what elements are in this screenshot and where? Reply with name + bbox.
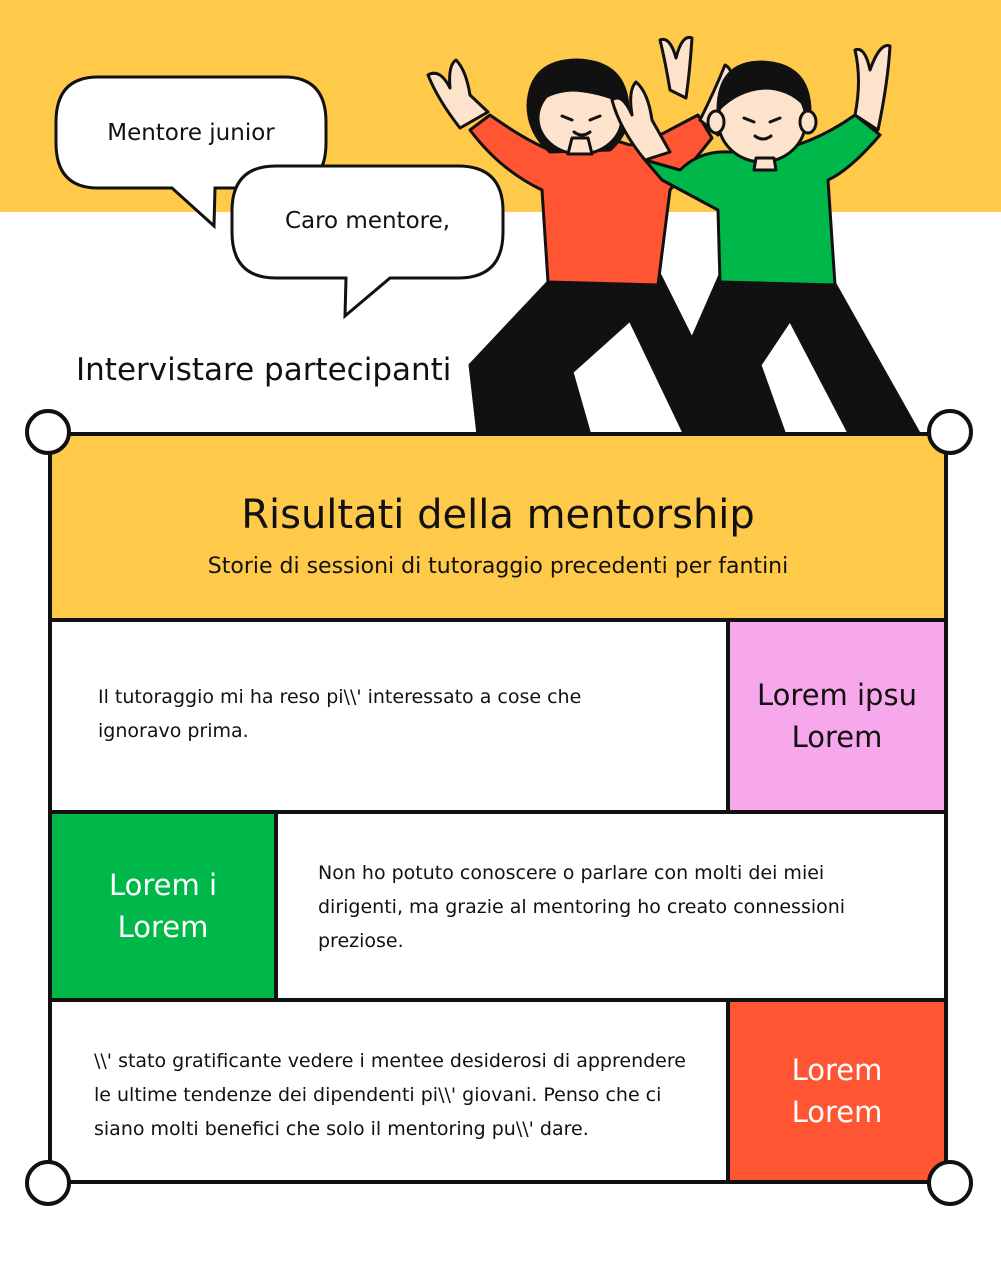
card-header: Risultati della mentorship Storie di ses… [52,436,944,622]
card-subtitle: Storie di sessioni di tutoraggio precede… [207,554,789,579]
row-3-divider [726,1002,730,1180]
testimonial-row-3: \\' stato gratificante vedere i mentee d… [52,1002,944,1180]
quote-2-line-1: Non ho potuto conoscere o parlare con mo… [318,862,825,884]
quote-3-line-3: siano molti benefici che solo il mentori… [94,1118,589,1140]
testimonial-row-2: Lorem i Lorem Non ho potuto conoscere o … [52,814,944,998]
quote-1-line-1: Il tutoraggio mi ha reso pi\\' interessa… [98,686,582,708]
testimonial-row-1: Il tutoraggio mi ha reso pi\\' interessa… [52,622,944,810]
testimonial-quote-1: Il tutoraggio mi ha reso pi\\' interessa… [98,680,718,748]
tag-green: Lorem i Lorem [52,814,274,998]
bubble-text-caro: Caro mentore, [284,208,451,234]
two-cheering-people-illustration [426,35,922,435]
tag-pink: Lorem ipsu Lorem [730,622,944,810]
tag-orange: Lorem Lorem [730,1002,944,1180]
bubble-text-junior: Mentore junior [107,120,275,146]
row-2-divider [274,814,278,998]
quote-3-line-1: \\' stato gratificante vedere i mentee d… [94,1050,686,1072]
card-title: Risultati della mentorship [241,492,755,538]
quote-2-line-2: dirigenti, ma grazie al mentoring ho cre… [318,896,846,918]
mentorship-results-card: Risultati della mentorship Storie di ses… [48,432,948,1184]
side-title: Intervistare partecipanti [76,352,452,388]
divider-2 [52,998,944,1002]
quote-1-line-2: ignoravo prima. [98,720,249,742]
corner-circle-top-right [927,409,973,455]
quote-2-line-3: preziose. [318,930,404,952]
corner-circle-bottom-left [25,1160,71,1206]
tag-pink-line-1: Lorem ipsu [757,678,917,712]
tag-orange-line-2: Lorem [791,1095,883,1129]
divider-1 [52,810,944,814]
corner-circle-bottom-right [927,1160,973,1206]
tag-green-line-1: Lorem i [108,868,218,902]
row-1-divider [726,622,730,810]
testimonial-quote-2: Non ho potuto conoscere o parlare con mo… [318,856,918,958]
tag-pink-line-2: Lorem [791,720,883,754]
testimonial-quote-3: \\' stato gratificante vedere i mentee d… [94,1044,724,1146]
tag-orange-line-1: Lorem [791,1053,883,1087]
corner-circle-top-left [25,409,71,455]
quote-3-line-2: le ultime tendenze dei dipendenti pi\\' … [94,1084,662,1106]
tag-green-line-2: Lorem [117,910,209,944]
